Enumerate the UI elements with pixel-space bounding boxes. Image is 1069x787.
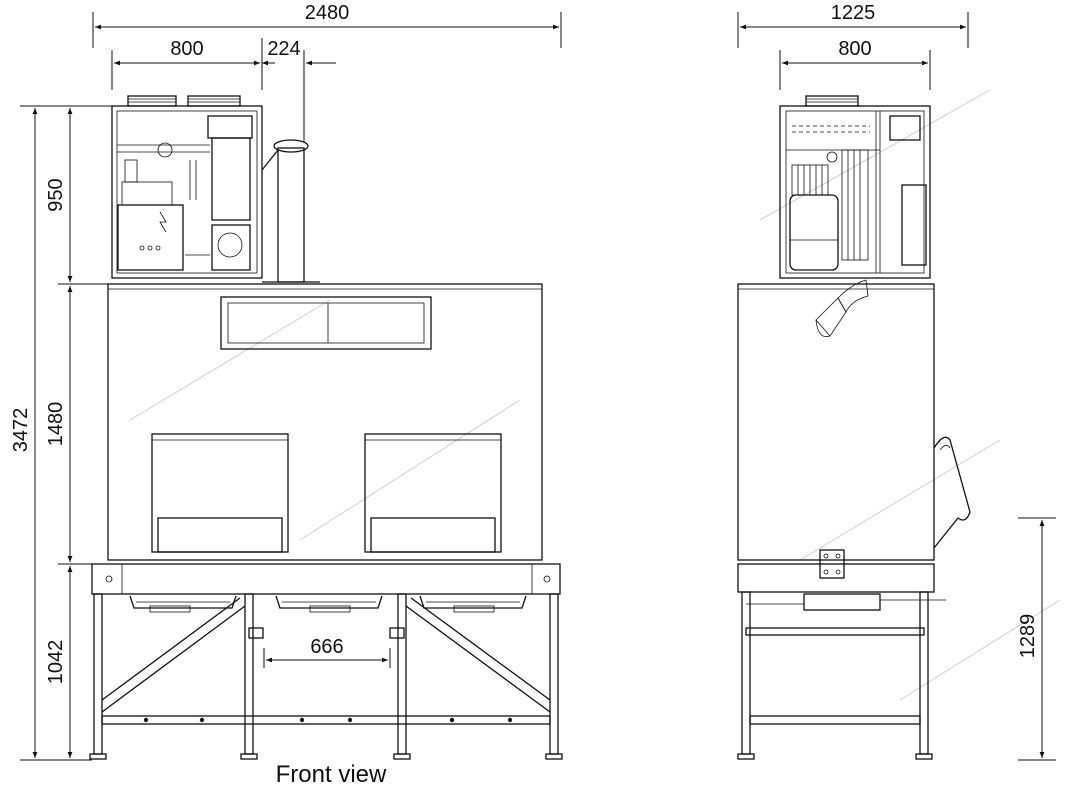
front-top-unit [111,95,263,279]
background-hatch [129,89,1061,701]
front-view: 2480 800 224 3472 950 1480 1042 666 Fron… [10,2,563,787]
dim-top-unit-height: 950 [45,178,67,211]
dim-overall-height: 3472 [10,408,32,453]
side-view: 1225 800 1289 [737,2,1056,761]
front-dimensions [20,12,562,761]
dim-overall-depth: 1225 [831,2,876,24]
dim-top-unit-width: 800 [170,38,203,60]
dim-top-unit-depth: 800 [838,38,871,60]
front-ice-bin [107,283,543,561]
front-view-caption: Front view [276,761,387,787]
dim-chute-height: 1289 [1017,614,1039,659]
front-exhaust-duct [261,139,320,283]
dim-bin-height: 1480 [45,402,67,447]
side-ice-bin [737,283,971,561]
dim-duct-offset: 224 [267,38,300,60]
front-stand [89,563,563,760]
dim-overall-width: 2480 [305,2,350,24]
side-ice-chute [815,279,869,338]
dim-stand-height: 1042 [45,640,67,685]
side-dimensions [737,12,1056,761]
dim-leg-spacing: 666 [310,636,343,658]
side-stand [737,549,946,760]
side-top-unit [779,95,931,279]
